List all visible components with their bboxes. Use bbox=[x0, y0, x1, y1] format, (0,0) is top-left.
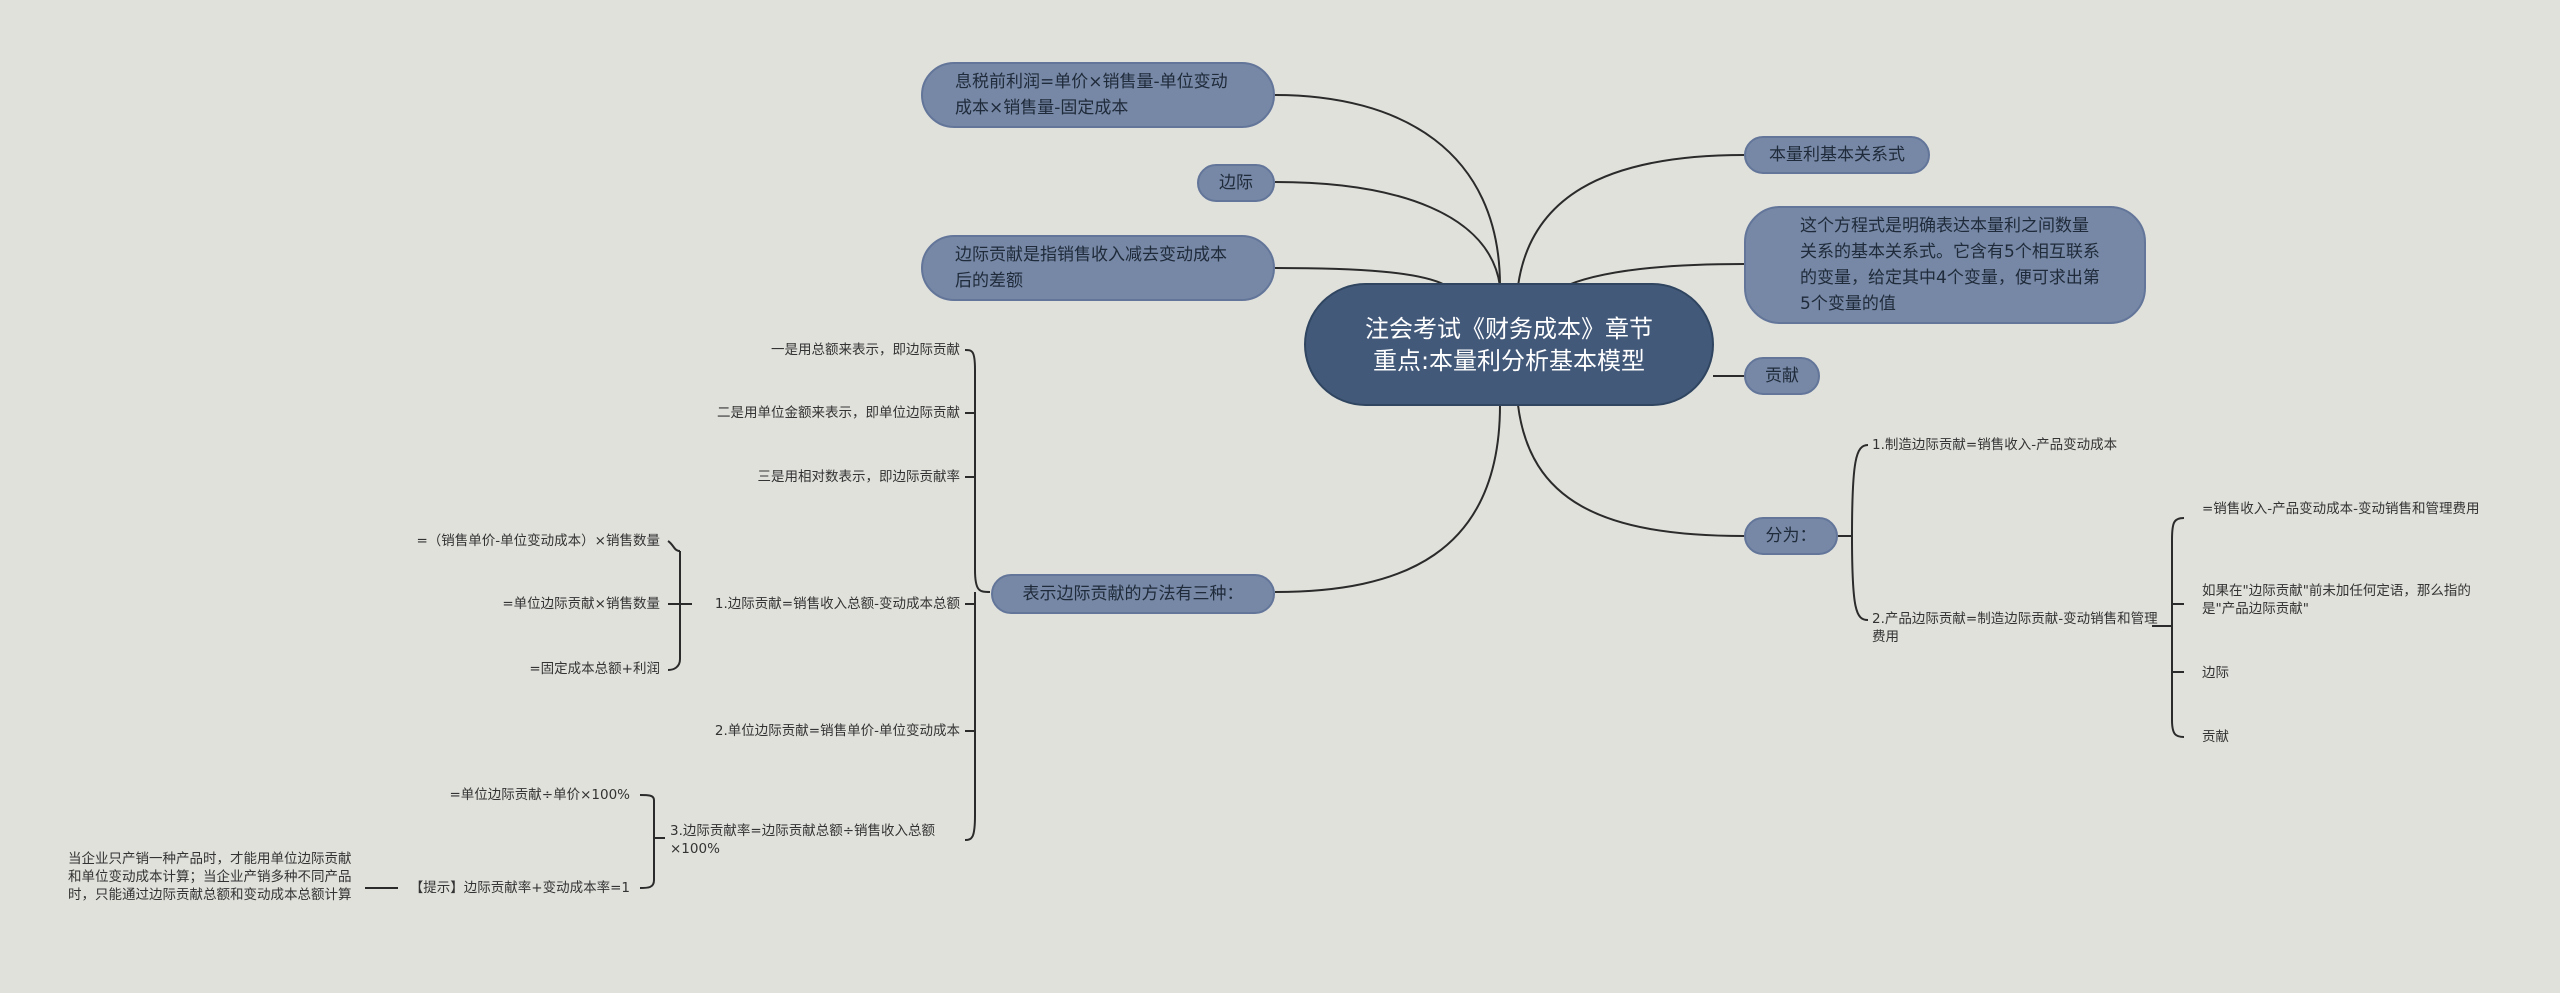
leaf-formula-3b-note[interactable]: 当企业只产销一种产品时，才能用单位边际贡献和单位变动成本计算；当企业产销多种不同… bbox=[68, 851, 352, 903]
link-methods bbox=[1274, 404, 1501, 593]
branch-methods[interactable]: 表示边际贡献的方法有三种： bbox=[991, 574, 1275, 614]
branch-margin-def[interactable]: 边际贡献是指销售收入减去变动成本后的差额 bbox=[921, 235, 1275, 301]
leaf-divided-2[interactable]: 2.产品边际贡献=制造边际贡献-变动销售和管理费用 bbox=[1872, 611, 2158, 645]
link-margin bbox=[1274, 181, 1501, 287]
bracket-f1 bbox=[667, 540, 692, 671]
leaf-formula-3b[interactable]: 【提示】边际贡献率+变动成本率=1 bbox=[409, 880, 630, 896]
branch-desc[interactable]: 这个方程式是明确表达本量利之间数量关系的基本关系式。它含有5个相互联系的变量，给… bbox=[1744, 206, 2146, 324]
leaf-formula-3a[interactable]: =单位边际贡献÷单价×100% bbox=[449, 787, 630, 803]
leaf-divided-2c[interactable]: 边际 bbox=[2202, 665, 2229, 681]
branch-contribution[interactable]: 贡献 bbox=[1744, 357, 1820, 395]
bracket-f3 bbox=[639, 794, 665, 889]
root-topic[interactable]: 注会考试《财务成本》章节重点:本量利分析基本模型 bbox=[1304, 283, 1714, 406]
link-ebit bbox=[1274, 94, 1501, 287]
leaf-method-2[interactable]: 二是用单位金额来表示，即单位边际贡献 bbox=[717, 405, 960, 421]
leaf-formula-2[interactable]: 2.单位边际贡献=销售单价-单位变动成本 bbox=[714, 723, 960, 739]
leaf-formula-1c[interactable]: =固定成本总额+利润 bbox=[529, 661, 660, 677]
leaf-formula-1a[interactable]: =（销售单价-单位变动成本）×销售数量 bbox=[416, 533, 661, 549]
branch-margin[interactable]: 边际 bbox=[1197, 164, 1275, 202]
link-divided bbox=[1517, 404, 1745, 537]
leaf-method-1[interactable]: 一是用总额来表示，即边际贡献 bbox=[771, 342, 960, 358]
branch-ebit[interactable]: 息税前利润=单价×销售量-单位变动成本×销售量-固定成本 bbox=[921, 62, 1275, 128]
bracket-methods bbox=[964, 349, 991, 841]
bracket-divided bbox=[1838, 444, 1869, 621]
branch-basic[interactable]: 本量利基本关系式 bbox=[1744, 136, 1930, 174]
leaf-formula-1b[interactable]: =单位边际贡献×销售数量 bbox=[502, 596, 660, 612]
leaf-method-3[interactable]: 三是用相对数表示，即边际贡献率 bbox=[757, 469, 961, 485]
leaf-divided-2b[interactable]: 如果在"边际贡献"前未加任何定语，那么指的是"产品边际贡献" bbox=[2202, 583, 2471, 617]
leaf-formula-3[interactable]: 3.边际贡献率=边际贡献总额÷销售收入总额×100% bbox=[670, 823, 936, 857]
leaf-divided-2d[interactable]: 贡献 bbox=[2202, 729, 2229, 745]
link-margin-def bbox=[1274, 267, 1446, 286]
link-basic bbox=[1517, 154, 1745, 287]
bracket-d2 bbox=[2152, 517, 2185, 738]
leaf-divided-2a[interactable]: =销售收入-产品变动成本-变动销售和管理费用 bbox=[2202, 501, 2480, 517]
leaf-formula-1[interactable]: 1.边际贡献=销售收入总额-变动成本总额 bbox=[714, 596, 960, 612]
branch-divided[interactable]: 分为： bbox=[1744, 517, 1838, 555]
link-desc bbox=[1567, 263, 1745, 286]
leaf-divided-1[interactable]: 1.制造边际贡献=销售收入-产品变动成本 bbox=[1872, 437, 2118, 453]
